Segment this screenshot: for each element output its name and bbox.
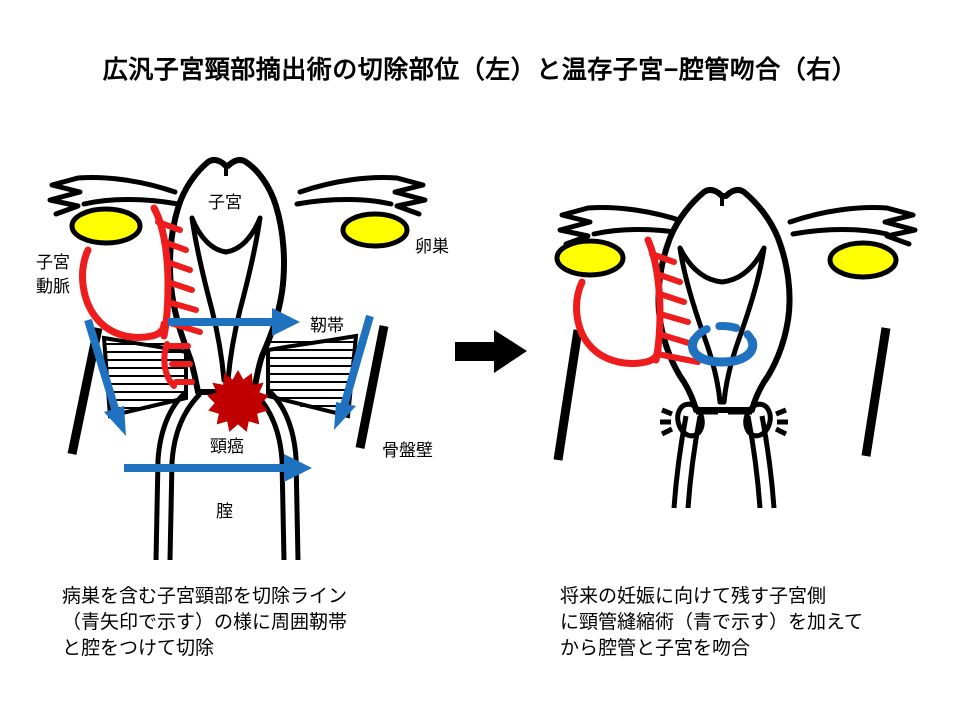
resection-arrow-vaginal — [124, 454, 312, 482]
label-ligament: 靭帯 — [310, 316, 344, 335]
ovary-right-icon-right-panel — [827, 240, 899, 280]
label-uterine-artery-line2: 動脈 — [36, 277, 70, 296]
uterine-artery-branches-right-panel — [649, 251, 701, 365]
uterine-cavity — [189, 215, 263, 383]
fallopian-tube-left-icon — [47, 175, 181, 217]
resection-arrow-upper — [168, 308, 300, 336]
tumor-starburst-icon — [207, 369, 269, 432]
label-cervical-cancer: 頸癌 — [210, 437, 244, 456]
fallopian-tube-right-icon-right-panel — [787, 205, 918, 247]
caption-left: 病巣を含む子宮頸部を切除ライン （青矢印で示す）の様に周囲靭帯 と腔をつけて切除 — [62, 586, 348, 659]
anatomy-figure: 子宮 卵巣 子宮 動脈 靭帯 骨盤壁 頸癌 腟 — [36, 156, 918, 560]
uterine-artery-branches — [155, 219, 203, 335]
resection-arrow-left-diagonal — [84, 318, 126, 436]
label-ovary: 卵巣 — [415, 237, 449, 256]
label-pelvic-wall: 骨盤壁 — [382, 441, 433, 460]
uterine-artery-cervical-branches — [161, 341, 195, 389]
left-panel: 子宮 卵巣 子宮 動脈 靭帯 骨盤壁 頸癌 腟 — [36, 156, 449, 560]
fallopian-tube-right-icon — [294, 175, 428, 217]
vaginal-tube-outline — [671, 415, 777, 509]
label-uterine-artery-line1: 子宮 — [36, 253, 70, 272]
pelvic-wall-bar-right-right-panel — [861, 327, 891, 457]
transition-arrow — [455, 330, 527, 373]
page-title: 広汎子宮頸部摘出術の切除部位（左）と温存子宮−腔管吻合（右） — [102, 56, 858, 84]
label-vagina: 腟 — [216, 502, 233, 521]
anastomosis-suture-right — [743, 401, 788, 439]
cerclage-loop — [688, 321, 758, 367]
ovary-left-icon-right-panel — [554, 238, 626, 278]
ovary-right-icon — [340, 211, 410, 249]
ovary-left-icon — [69, 206, 143, 246]
anastomosis-suture-left — [660, 401, 705, 439]
pelvic-wall-bar-left-right-panel — [553, 329, 583, 461]
caption-right: 将来の妊娠に向けて残す子宮側 に頸管縫縮術（青で示す）を加えて から腔管と子宮を… — [560, 586, 864, 659]
pelvic-wall-bar-right — [355, 325, 389, 449]
parametrium-right — [266, 333, 359, 419]
resection-arrow-right-diagonal — [334, 314, 374, 430]
right-panel — [553, 186, 918, 509]
label-uterus: 子宮 — [208, 193, 242, 212]
